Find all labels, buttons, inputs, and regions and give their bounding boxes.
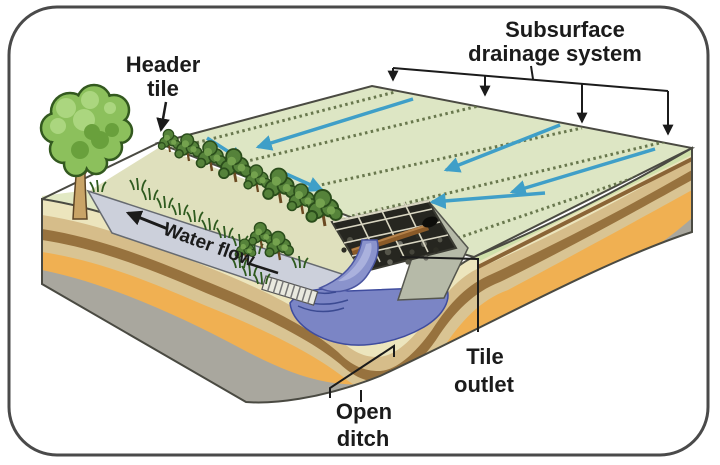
tile-line [334,139,669,222]
subsurface-label-line2: drainage system [468,41,642,66]
field-edge-brown-line [477,157,692,269]
tile-line [209,102,488,172]
tile-line [167,90,396,152]
pipe-opening [422,216,438,228]
subsurface-label-line1: Subsurface [505,17,625,42]
flow-arrow [283,171,325,192]
water-flow-dash [249,262,279,275]
open-ditch-label-line2: ditch [337,426,390,451]
tree-shadows [71,123,119,159]
open-ditch-bracket [329,344,395,402]
header-tile-annotation: Header tile [126,52,201,133]
open-ditch-label-line1: Open [336,399,392,424]
flow-arrow [255,97,414,151]
water-flow-direction-arrow [125,210,169,231]
header-tile-label-line2: tile [147,76,179,101]
tree [39,83,134,220]
tile-outlet-label-line1: Tile [466,344,504,369]
outlet-lattice [332,199,449,263]
header-tile-label-line1: Header [126,52,201,77]
header-tile-pointer-arrow [156,101,170,133]
subsurface-bracket [387,65,674,136]
subsurface-annotation: Subsurface drainage system [387,17,674,136]
stream-highlight [338,243,372,282]
ditch-bank [86,147,400,275]
flow-arrow [429,191,546,209]
tile-line [451,156,692,242]
open-ditch-annotation: Open ditch [329,344,395,451]
corrugated-pipe [261,275,319,306]
tile-outlet-label-line2: outlet [454,372,515,397]
tile-outlet-annotation: Tile outlet [399,256,515,397]
tile-outlet-leader [399,256,479,332]
flow-arrow [443,123,561,173]
flow-arrow [509,147,656,196]
tile-outlet-structure [291,199,469,313]
